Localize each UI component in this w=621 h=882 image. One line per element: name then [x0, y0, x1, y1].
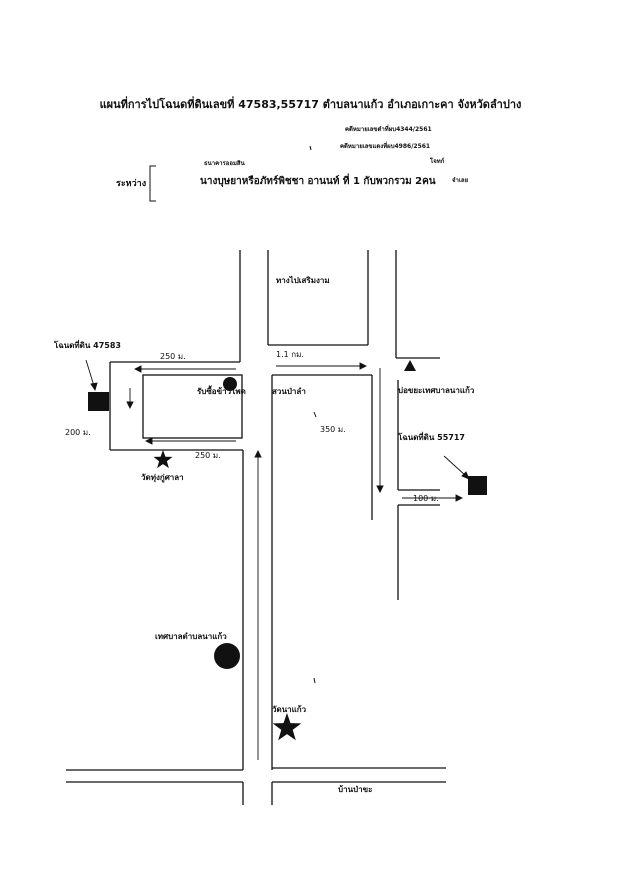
right-side-road	[268, 250, 440, 600]
plot-47583-label: โฉนดที่ดิน 47583	[54, 341, 121, 350]
arrow-icon	[455, 494, 464, 502]
arrow-icon	[359, 362, 368, 370]
water-tank-label: บ่อขยะเทศบาลนาแก้ว	[398, 386, 475, 395]
arrow-icon	[90, 382, 98, 392]
arrow-icon	[443, 455, 467, 477]
defendant-name: นางบุษยาหรือภัทร์พิชชา อานนท์ ที่ 1 กับพ…	[200, 176, 436, 187]
parties-bracket	[149, 165, 156, 202]
plot-55717-label: โฉนดที่ดิน 55717	[398, 433, 465, 442]
wat-thung-ku-sala-label: วัดทุ่งกู่ศาลา	[141, 473, 184, 482]
between-label: ระหว่าง	[116, 179, 147, 189]
circle-icon	[214, 643, 240, 669]
arrow-icon	[85, 359, 95, 387]
left-side-road	[109, 361, 243, 451]
main-road	[239, 250, 273, 805]
star-icon	[272, 713, 302, 741]
arrow-icon	[461, 471, 470, 480]
plaintiff-name: ธนาคารออมสิน	[204, 160, 245, 167]
arrow-icon	[376, 485, 384, 494]
arrow-icon	[144, 437, 153, 445]
plaintiff-role: โจทก์	[430, 158, 445, 165]
distance-250-bottom: 250 ม.	[195, 451, 221, 460]
ban-pa-kha-label: บ้านป่าขะ	[338, 785, 373, 794]
suan-pa-lam-label: สวนป่าลำ	[272, 387, 306, 396]
plot-marker-icon	[468, 476, 487, 495]
distance-1-1km: 1.1 กม.	[276, 350, 304, 359]
triangle-icon	[404, 360, 416, 371]
map-title: แผนที่การไปโฉนดที่ดินเลขที่ 47583,55717 …	[99, 98, 522, 111]
plot-marker-icon	[88, 392, 109, 411]
rub-sue-label: รับซื้อข้าวโพด	[197, 387, 246, 396]
route-arrows	[85, 359, 470, 760]
arrow-icon	[133, 365, 142, 373]
road-to-sermngam-label: ทางไปเสริมงาม	[276, 276, 330, 285]
black-case-number: คดีหมายเลขดำที่ผบ4344/2561	[345, 126, 432, 133]
distance-350: 350 ม.	[320, 425, 346, 434]
wat-na-kaeo-label: วัดนาแก้ว	[272, 705, 307, 714]
arrow-icon	[126, 401, 134, 410]
distance-200: 200 ม.	[65, 428, 91, 437]
municipality-label: เทศบาลตำบลนาแก้ว	[155, 632, 227, 641]
circle-icon	[223, 377, 237, 391]
distance-250-top: 250 ม.	[160, 352, 186, 361]
bottom-road	[66, 767, 446, 783]
star-icon	[153, 450, 173, 469]
arrow-icon	[254, 449, 262, 458]
distance-100: 100 ม.	[413, 494, 439, 503]
red-case-number: คดีหมายเลขแดงที่ผบ4986/2561	[340, 143, 431, 150]
defendant-role: จำเลย	[452, 177, 469, 184]
